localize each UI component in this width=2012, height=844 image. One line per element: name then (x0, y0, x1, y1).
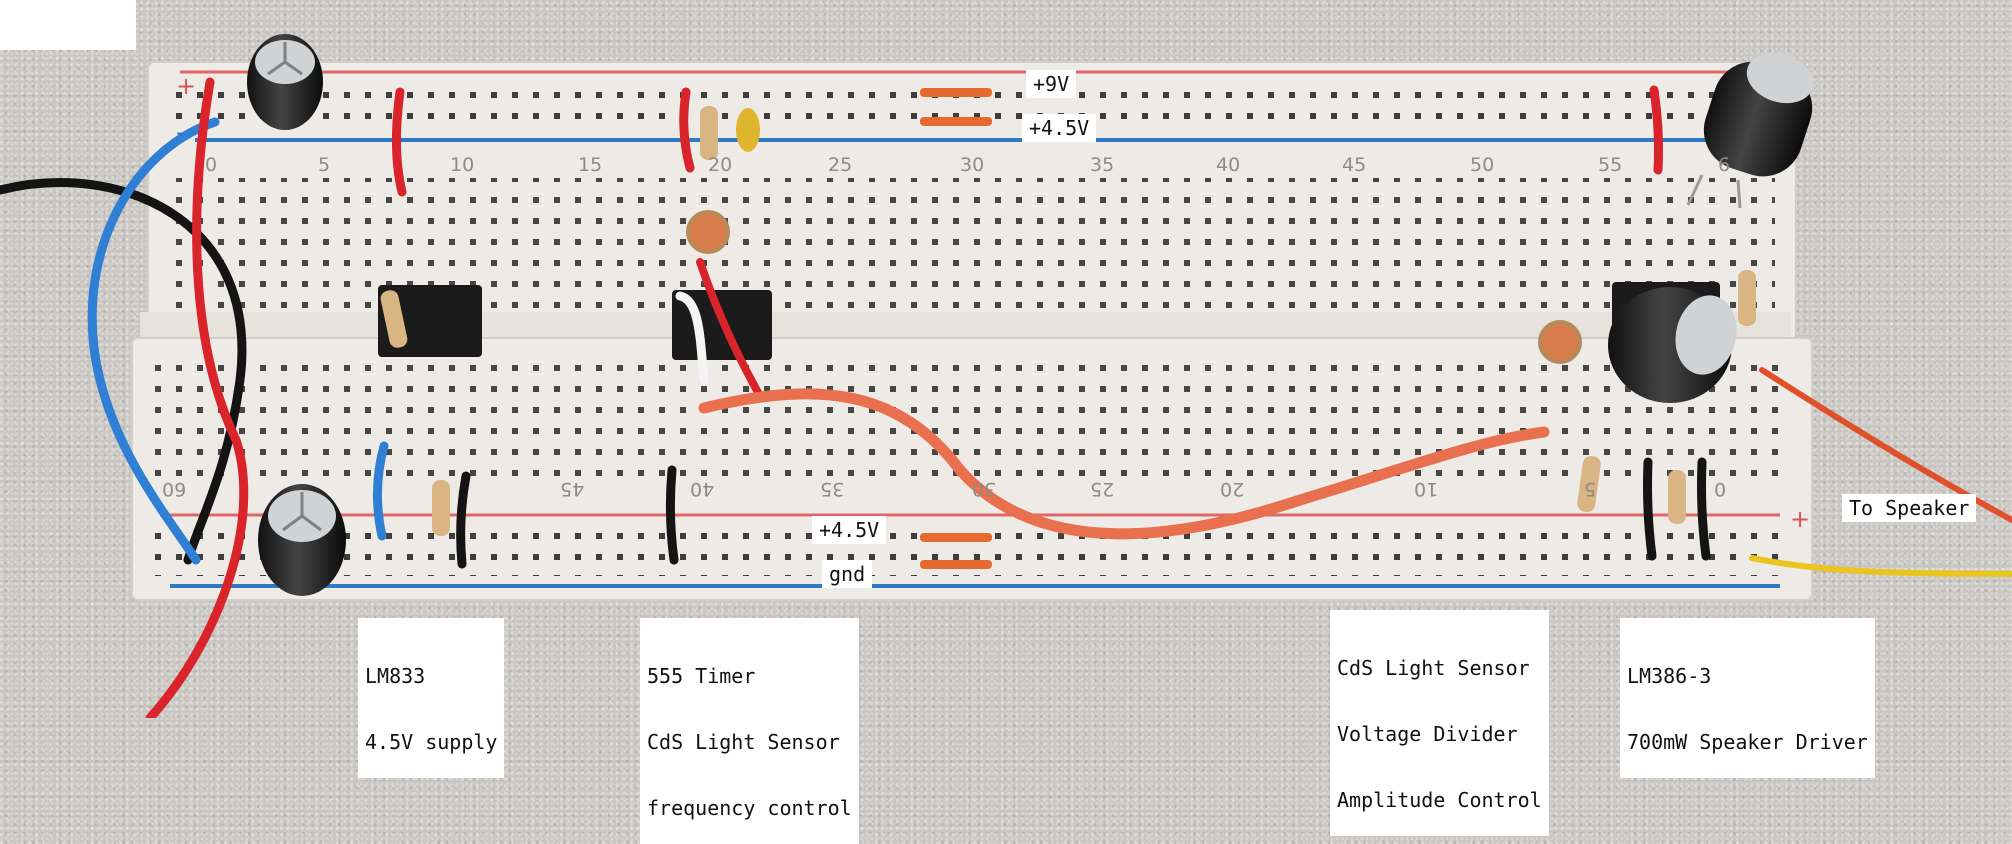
label-divider-line: Amplitude Control (1337, 788, 1542, 812)
column-number: 10 (450, 154, 475, 176)
column-number: 5 (318, 154, 331, 176)
label-gnd: gnd (822, 560, 873, 588)
long-wires (0, 77, 2012, 718)
column-number: 50 (1470, 154, 1495, 176)
label-4-5v-top: +4.5V (1022, 114, 1097, 142)
label-555-line: CdS Light Sensor (647, 730, 840, 754)
label-lm833: LM833 4.5V supply (358, 618, 505, 778)
ceramic-capacitor (736, 108, 760, 152)
capacitor-lm386 (1608, 287, 1737, 403)
negative-rail-mark: - (176, 118, 185, 146)
positive-rail-mark: + (176, 72, 197, 100)
column-number: 0 (205, 154, 218, 176)
capacitor-top-left (247, 34, 323, 130)
red-wire (145, 77, 249, 718)
short-jumpers (373, 85, 1711, 569)
column-number: 30 (960, 154, 985, 176)
capacitor-bottom-left (258, 484, 346, 596)
column-number: 25 (1090, 478, 1115, 500)
column-number: 15 (578, 154, 603, 176)
positive-rail-mark-right: + (1790, 505, 1811, 533)
label-9v: +9V (1026, 70, 1077, 98)
label-lm386: LM386-3 700mW Speaker Driver (1620, 618, 1875, 778)
label-voltage-divider: CdS Light Sensor Voltage Divider Amplitu… (1330, 610, 1549, 836)
column-number: 40 (1216, 154, 1241, 176)
label-lm833-line: LM833 (365, 664, 426, 688)
column-number: 20 (1220, 478, 1245, 500)
label-divider-line: CdS Light Sensor (1337, 656, 1530, 680)
column-number: 0 (1714, 478, 1727, 500)
resistors (380, 106, 1756, 536)
column-number: 45 (1342, 154, 1367, 176)
speaker-wire-orange (1759, 367, 2012, 523)
column-number: 6 (1718, 154, 1731, 176)
upper-breadboard (147, 61, 1797, 341)
column-number: 60 (162, 478, 187, 500)
label-555-line: 555 Timer (647, 664, 756, 688)
black-wire (0, 178, 247, 565)
column-number: 20 (708, 154, 733, 176)
column-number: 5 (1584, 478, 1597, 500)
breadboard-photo (0, 0, 2012, 718)
column-number: 10 (1414, 478, 1439, 500)
column-number: 30 (972, 478, 997, 500)
speaker-wire-yellow (1749, 555, 2012, 577)
column-number: 35 (820, 478, 845, 500)
column-number: 25 (828, 154, 853, 176)
orange-wire (698, 388, 1550, 540)
cds-sensor-divider (1538, 320, 1582, 364)
column-number: 35 (1090, 154, 1115, 176)
label-lm833-line: 4.5V supply (365, 730, 498, 754)
cds-sensor-555 (686, 210, 730, 254)
blue-wire (87, 117, 220, 565)
white-wire (675, 291, 709, 385)
column-number: 40 (690, 478, 715, 500)
label-555-line: frequency control (647, 796, 852, 820)
label-555-timer: 555 Timer CdS Light Sensor frequency con… (640, 618, 859, 844)
label-divider-line: Voltage Divider (1337, 722, 1518, 746)
label-4-5v-bottom: +4.5V (812, 516, 887, 544)
center-jumpers (920, 88, 992, 569)
corner-patch (0, 0, 136, 50)
capacitor-top-right (1686, 52, 1814, 209)
label-lm386-line: 700mW Speaker Driver (1627, 730, 1868, 754)
label-lm386-line: LM386-3 (1627, 664, 1712, 688)
label-to-speaker: To Speaker (1842, 494, 1977, 522)
column-number: 55 (1598, 154, 1623, 176)
column-number: 45 (560, 478, 585, 500)
